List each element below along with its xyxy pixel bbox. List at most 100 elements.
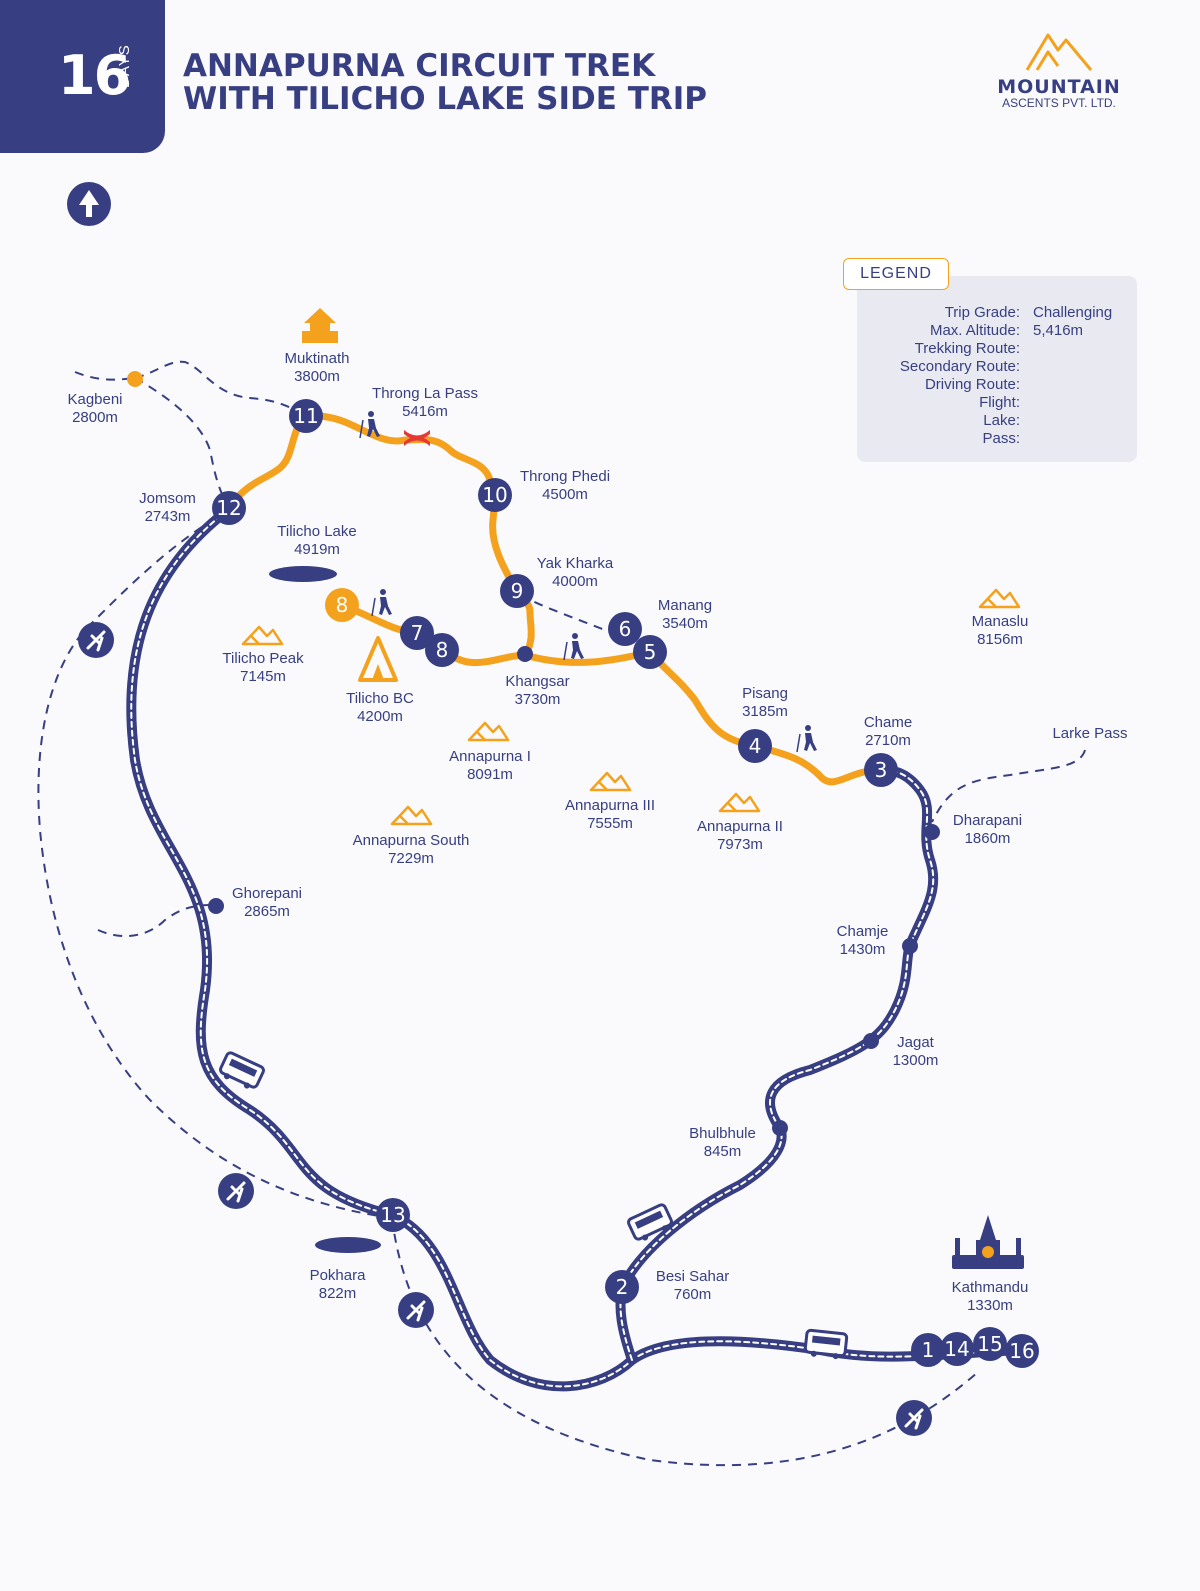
day-marker-16: 16 (1005, 1334, 1039, 1368)
plane-icon-pokhara-south (398, 1292, 434, 1328)
brand-logo-icon (1025, 33, 1093, 71)
legend-title: LEGEND (843, 258, 949, 290)
mountain-icons (241, 588, 1021, 826)
day-marker-14: 14 (940, 1332, 974, 1366)
legend-trip-grade-label: Trip Grade: (944, 304, 1020, 321)
secondary-route-kagbeni-west (74, 371, 136, 381)
node-khangsar (517, 646, 533, 662)
legend-trip-grade-value: Challenging (1033, 304, 1113, 321)
page-title: ANNAPURNA CIRCUIT TREK WITH TILICHO LAKE… (183, 50, 803, 116)
plane-icons (78, 622, 932, 1436)
legend-lake-label: Lake: (983, 412, 1020, 429)
plane-icon-kathmandu (896, 1400, 932, 1436)
day-marker-1: 1 (911, 1333, 945, 1367)
mountain-icon-tilicho-peak (241, 625, 284, 646)
day-marker-8: 8 (425, 633, 459, 667)
mountain-icon-annapurna-3 (589, 771, 632, 792)
north-arrow-icon (67, 182, 111, 226)
trek-route-thorong (224, 412, 521, 596)
hiker-icons (359, 411, 817, 753)
node-chamje (902, 938, 918, 954)
lake-icon-pokhara (315, 1237, 381, 1253)
node-jagat (863, 1033, 879, 1049)
hiker-icon-throng (359, 411, 380, 439)
route-nodes (127, 371, 940, 1136)
mountain-icon-annapurna-south (390, 805, 433, 826)
hiker-icon-pisang (796, 725, 817, 753)
mountain-icon-manaslu (978, 588, 1021, 609)
place-larke-pass: Larke Pass (1052, 725, 1128, 742)
tent-icon-tilicho-bc (358, 636, 398, 682)
day-marker-5: 5 (633, 635, 667, 669)
day-marker-3: 3 (864, 753, 898, 787)
bus-icon-kathmandu (803, 1328, 849, 1360)
day-marker-4: 4 (738, 729, 772, 763)
flight-route-pokhara-jomsom (37, 509, 393, 1219)
lake-icon-tilicho (269, 566, 337, 582)
day-marker-6: 6 (608, 612, 642, 646)
stupa-icon-kathmandu (952, 1215, 1024, 1269)
node-kagbeni (127, 371, 143, 387)
hiker-icon-khangsar (563, 633, 584, 661)
hiker-icon-tilicho (371, 589, 392, 617)
secondary-route-larke (931, 749, 1086, 823)
day-marker-8-tilicho: 8 (325, 588, 359, 622)
secondary-route-kagbeni-muktinath (134, 360, 301, 413)
trek-route-main (413, 629, 884, 786)
day-marker-10: 10 (478, 478, 512, 512)
legend-pass-label: Pass: (982, 430, 1020, 447)
title-line-1: ANNAPURNA CIRCUIT TREK (183, 48, 656, 84)
plane-icon-jomsom (78, 622, 114, 658)
duration-number: 16 (58, 44, 131, 107)
lakes (269, 566, 381, 1253)
brand-subtitle: ASCENTS PVT. LTD. (1002, 96, 1116, 110)
node-ghorepani (208, 898, 224, 914)
day-marker-11: 11 (289, 399, 323, 433)
legend-flight-label: Flight: (979, 394, 1020, 411)
node-dharapani (924, 824, 940, 840)
temple-icon-muktinath (302, 308, 338, 343)
title-line-2: WITH TILICHO LAKE SIDE TRIP (183, 81, 707, 117)
bus-icons (219, 1051, 849, 1360)
legend-trekking-label: Trekking Route: (914, 340, 1020, 357)
bus-icon-west (219, 1051, 265, 1089)
secondary-route-ghorepani (97, 904, 217, 938)
legend-max-altitude-value: 5,416m (1033, 322, 1084, 339)
secondary-route-kagbeni-jomsom (134, 377, 229, 506)
brand-name: MOUNTAIN (997, 76, 1121, 98)
mountain-icon-annapurna-2 (718, 792, 761, 813)
day-marker-13: 13 (376, 1198, 410, 1232)
day-marker-12: 12 (212, 491, 246, 525)
bus-icon-besisahar (627, 1203, 673, 1241)
plane-icon-pokhara-west (218, 1173, 254, 1209)
legend-panel (857, 276, 1137, 462)
legend-driving-label: Driving Route: (924, 376, 1020, 393)
legend-secondary-label: Secondary Route: (899, 358, 1020, 375)
day-marker-9: 9 (500, 574, 534, 608)
day-marker-2: 2 (605, 1270, 639, 1304)
node-bhulbhule (772, 1120, 788, 1136)
duration-unit: DAYS (116, 44, 133, 88)
